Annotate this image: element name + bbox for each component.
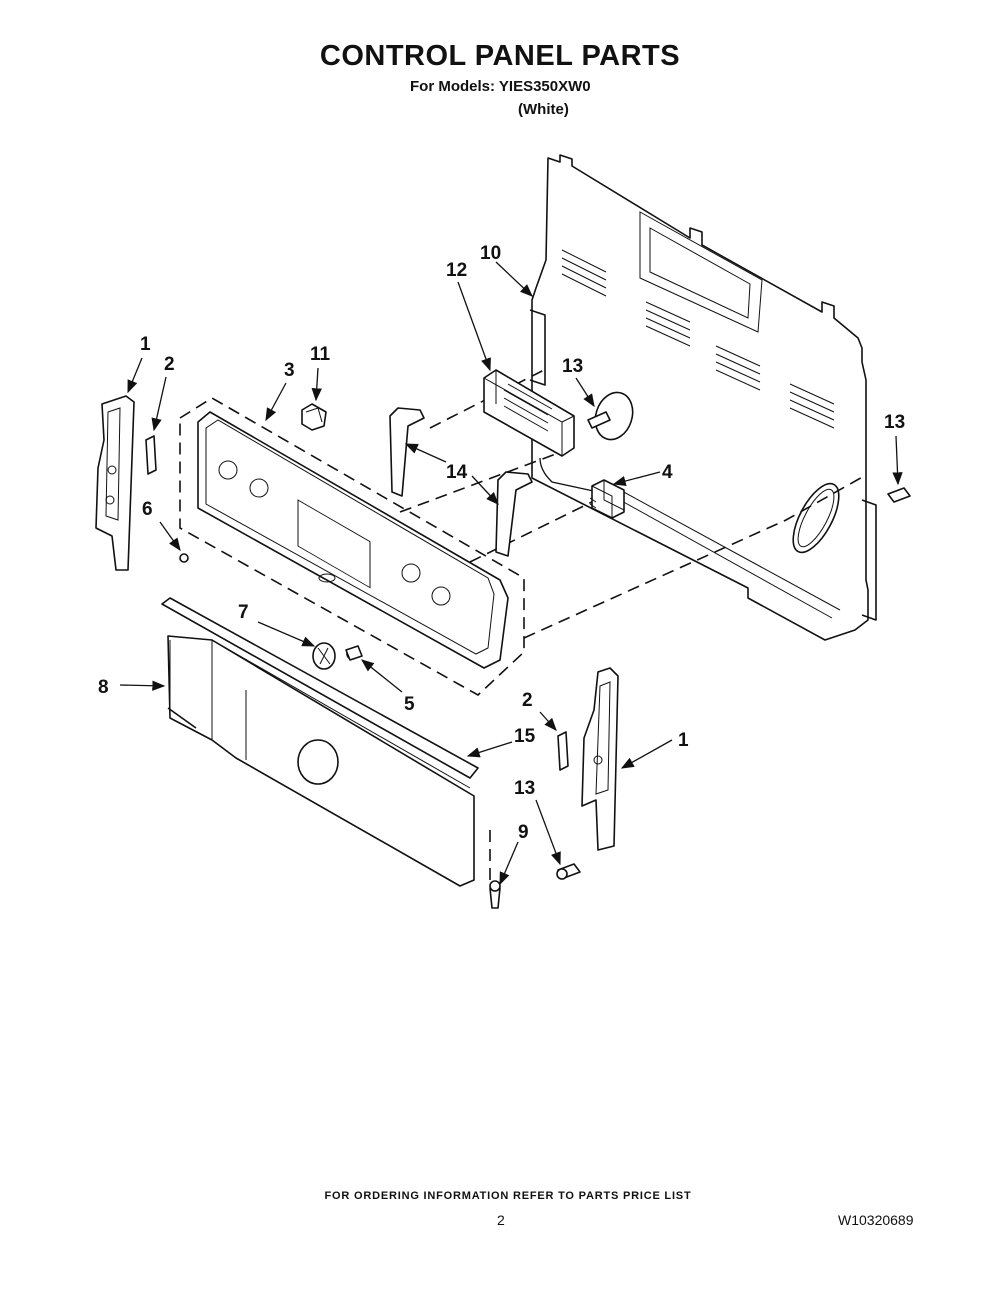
screw-9 (489, 880, 501, 909)
callout-labels: 1 2 3 11 12 10 13 13 14 4 6 7 8 5 2 15 1… (98, 243, 905, 843)
clip-left (145, 435, 157, 475)
panel-hole (297, 739, 339, 785)
callout-13-right: 13 (884, 412, 905, 433)
logo-badge (318, 573, 336, 583)
switch-part (589, 479, 625, 519)
knob-opening-4 (431, 586, 451, 606)
callout-13-bottom: 13 (514, 778, 535, 799)
callout-12: 12 (446, 260, 467, 281)
panel-brackets (389, 407, 533, 557)
callout-5: 5 (404, 694, 415, 715)
callout-11: 11 (310, 344, 331, 365)
panel-opening (792, 482, 840, 554)
models-line: For Models: YIES350XW0 (410, 78, 591, 95)
small-screw (179, 553, 189, 563)
callout-9: 9 (518, 822, 529, 843)
callout-10: 10 (480, 243, 501, 264)
ordering-note: FOR ORDERING INFORMATION REFER TO PARTS … (324, 1190, 692, 1202)
color-line: (White) (518, 101, 569, 118)
document-number: W10320689 (838, 1212, 914, 1228)
side-trim-right (581, 667, 619, 851)
side-trim-left (95, 395, 135, 571)
switch-nut (345, 645, 363, 661)
callout-2-left: 2 (164, 354, 175, 375)
callout-2-right: 2 (522, 690, 533, 711)
control-mount-hole (594, 391, 634, 441)
page-title: CONTROL PANEL PARTS (319, 40, 681, 72)
page-number: 2 (497, 1212, 505, 1228)
screw-bottom (556, 863, 581, 880)
callout-15: 15 (514, 726, 536, 747)
screw-top (587, 391, 634, 441)
electronic-control (483, 369, 599, 493)
rear-console-panel (529, 154, 877, 641)
callout-7: 7 (238, 602, 249, 623)
callout-13-top: 13 (562, 356, 583, 377)
screw-right (887, 487, 911, 503)
clip-right (557, 731, 569, 771)
knob-part (312, 642, 363, 670)
knob-opening-1 (218, 460, 238, 480)
vent-slots-upper (561, 249, 835, 429)
display-window (297, 499, 371, 589)
callout-8: 8 (98, 677, 109, 698)
knob-opening-2 (249, 478, 269, 498)
callout-3: 3 (284, 360, 295, 381)
callout-1-left: 1 (140, 334, 151, 355)
callout-6: 6 (142, 499, 153, 520)
clip-part (301, 403, 327, 431)
callout-4: 4 (662, 462, 673, 483)
callout-14: 14 (446, 462, 468, 483)
control-panel (197, 411, 509, 669)
callout-1-right: 1 (678, 730, 689, 751)
lower-panel (161, 597, 479, 887)
callout-leaders (119, 261, 903, 886)
assembly-outline (179, 367, 867, 880)
knob-opening-3 (401, 563, 421, 583)
